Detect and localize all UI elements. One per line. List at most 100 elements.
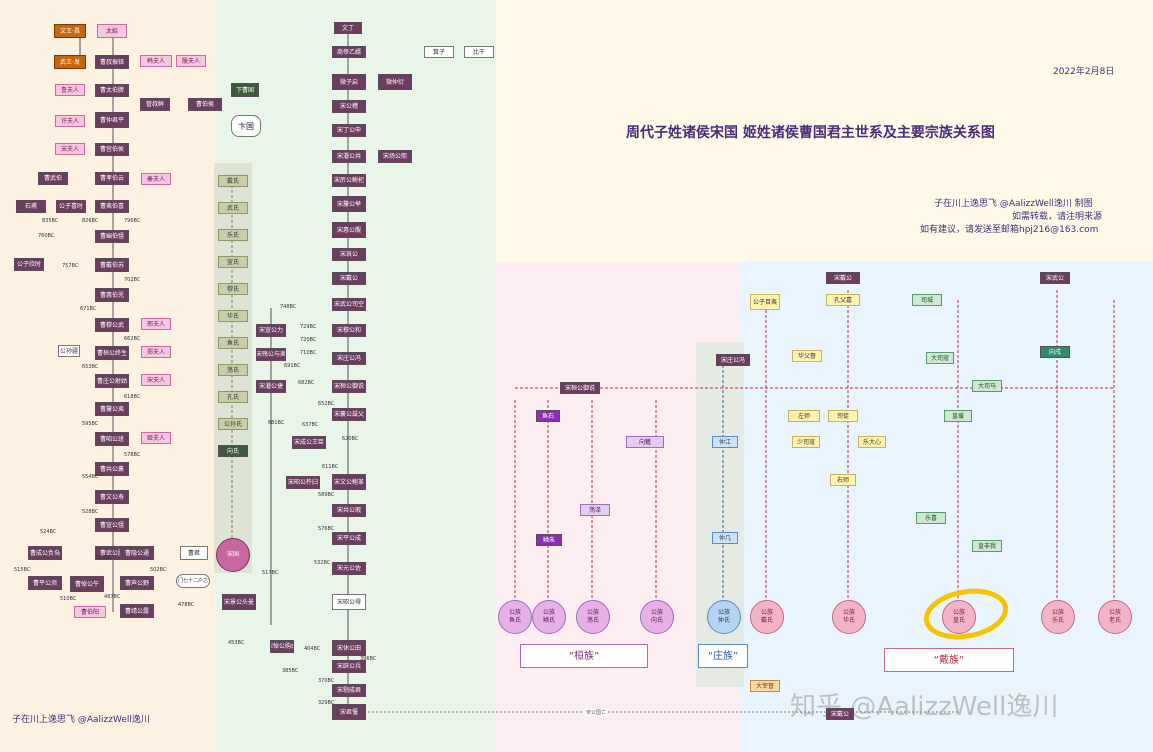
cao-wife: 郑夫人 bbox=[141, 346, 171, 358]
cao-year: 653BC bbox=[82, 364, 99, 370]
cao-ruler: 曹共公襄 bbox=[95, 462, 129, 476]
song-ruler: 宋文公鲍革 bbox=[332, 474, 366, 490]
song-clan-left: 向氏 bbox=[218, 445, 248, 457]
clan-header: 宋戴公 bbox=[826, 272, 860, 284]
song-ruler: 宋宣公力 bbox=[256, 324, 286, 337]
song-clan-left: 公孙氏 bbox=[218, 418, 248, 430]
title-panel bbox=[496, 0, 1153, 262]
cao-ruler: 曹伯阳 bbox=[74, 606, 106, 618]
song-year: 681BC bbox=[268, 420, 285, 426]
clan-member: 仲几 bbox=[712, 532, 738, 544]
clan-member: 孔父嘉 bbox=[826, 294, 860, 306]
footer-credit: 子在川上逸思飞 @AalizzWell逸川 bbox=[12, 715, 150, 725]
song-ruler: 宋穆公和 bbox=[332, 324, 366, 337]
clan-group-label: “桓族” bbox=[520, 644, 648, 668]
song-year: 710BC bbox=[300, 350, 317, 356]
cao-year: 618BC bbox=[124, 394, 141, 400]
cao-side: 公子欣时 bbox=[14, 258, 44, 271]
clan-member: 司城 bbox=[912, 294, 942, 306]
cao-year: 671BC bbox=[80, 306, 97, 312]
cao-year: 578BC bbox=[124, 452, 141, 458]
clan-member: 大司马 bbox=[972, 380, 1002, 392]
clan-member: 鳞朱 bbox=[536, 534, 562, 546]
song-clan-left: 孔氏 bbox=[218, 391, 248, 403]
date-label: 2022年2月8日 bbox=[1053, 67, 1115, 77]
song-ruler: 宋襄公兹父 bbox=[332, 408, 366, 421]
cao-ruler: 曹庄公射姑 bbox=[95, 374, 129, 388]
clan-member: 仲江 bbox=[712, 436, 738, 448]
clan-member: 华父督 bbox=[792, 350, 822, 362]
cao-label-box: 下曹国 bbox=[231, 83, 259, 97]
song-clan-left: 鱼氏 bbox=[218, 337, 248, 349]
cao-ruler: 曹宣公彊 bbox=[95, 518, 129, 532]
cao-side: 公孙疆 bbox=[58, 345, 80, 357]
song-year: 637BC bbox=[302, 422, 319, 428]
song-year: 576BC bbox=[318, 526, 335, 532]
song-year: 370BC bbox=[318, 678, 335, 684]
cao-ruler: 曹平公须 bbox=[28, 576, 62, 590]
cao-year: 487BC bbox=[104, 594, 121, 600]
song-year: 404BC bbox=[304, 646, 321, 652]
cao-ruler: 曹桓公终生 bbox=[95, 346, 129, 360]
cao-ruler: 曹夷伯喜 bbox=[95, 200, 129, 213]
cao-wife: 宋夫人 bbox=[55, 143, 85, 155]
cao-ruler: 曹仲君平 bbox=[95, 112, 129, 128]
song-ruler: 商帝乙婿 bbox=[332, 46, 366, 58]
cao-ruler: 曹昭公班 bbox=[95, 432, 129, 446]
clan-circle: 公族 皇氏 bbox=[942, 600, 976, 634]
song-ruler: 宋炀公熙 bbox=[378, 150, 412, 163]
song-clan-left: 穆氏 bbox=[218, 283, 248, 295]
cao-side: 石甫 bbox=[16, 200, 46, 213]
cao-year: 506BC bbox=[96, 555, 113, 561]
clan-circle: 公族 向氏 bbox=[640, 600, 674, 634]
cao-year: 702BC bbox=[124, 277, 141, 283]
clan-circle: 公族 鱼氏 bbox=[498, 600, 532, 634]
song-ruler: 宋湣公共 bbox=[332, 150, 366, 163]
clan-member: 乐喜 bbox=[916, 512, 946, 524]
song-clan-left: 荡氏 bbox=[218, 364, 248, 376]
cao-year: 528BC bbox=[82, 509, 99, 515]
clan-circle: 公族 华氏 bbox=[832, 600, 866, 634]
cao-ruler: 曹文公寿 bbox=[95, 490, 129, 504]
cao-ruler: 曹孝伯云 bbox=[95, 172, 129, 185]
cao-ruler: 曹太伯脾 bbox=[95, 84, 129, 97]
song-ruler: 微仲衍 bbox=[378, 74, 412, 90]
song-year: 620BC bbox=[342, 436, 359, 442]
clan-member: 荡泽 bbox=[580, 504, 610, 516]
song-year: 396BC bbox=[360, 656, 377, 662]
cao-wife: 秦夫人 bbox=[141, 173, 171, 185]
cao-side: 管叔鲜 bbox=[140, 98, 170, 111]
clan-member: 左师 bbox=[788, 410, 820, 422]
cao-ruler: 曹穆公武 bbox=[95, 318, 129, 332]
cao-year: 524BC bbox=[40, 529, 57, 535]
clan-member: 大司寇 bbox=[926, 352, 954, 364]
song-ruler: 宋悼公购由 bbox=[270, 640, 294, 653]
song-year: 453BC bbox=[228, 640, 245, 646]
cao-wife: 邢夫人 bbox=[141, 318, 171, 330]
cao-ruler: 曹宫伯侯 bbox=[95, 143, 129, 156]
clan-member: 乐大心 bbox=[858, 436, 886, 448]
song-clan-left: 戴氏 bbox=[218, 175, 248, 187]
song-ruler: 宋昭公杵臼 bbox=[286, 476, 320, 489]
song-ruler: 文丁 bbox=[334, 22, 362, 34]
song-year: 720BC bbox=[300, 337, 317, 343]
song-year: 611BC bbox=[322, 464, 339, 470]
song-ruler: 宋釐公举 bbox=[332, 196, 366, 212]
cao-top-node: 文王·昌 bbox=[54, 24, 86, 38]
cao-side: 曹武伯 bbox=[38, 172, 68, 185]
page-title: 周代子姓诸侯宋国 姬姓诸侯曹国君主世系及主要宗族关系图 bbox=[626, 125, 995, 141]
song-ruler: 宋辟公兵 bbox=[332, 660, 366, 673]
song-ruler: 宋庄公冯 bbox=[332, 352, 366, 365]
clan-group-label: “庄族” bbox=[698, 644, 748, 668]
song-ruler: 宋厉公鲋祀 bbox=[332, 174, 366, 187]
cao-wife: 韩夫人 bbox=[140, 55, 172, 67]
clan-member: 鱼石 bbox=[536, 410, 560, 422]
song-ruler: 宋景公头曼 bbox=[222, 594, 256, 610]
clan-header: 宋桓公御说 bbox=[560, 382, 600, 394]
song-ruler: 宋公稽 bbox=[332, 100, 366, 113]
song-year: 532BC bbox=[314, 560, 331, 566]
cao-wife: 鲁夫人 bbox=[55, 84, 85, 96]
song-year: 729BC bbox=[300, 324, 317, 330]
cao-wife: 姬夫人 bbox=[141, 432, 171, 444]
cao-top-node: 太姒 bbox=[97, 24, 127, 38]
